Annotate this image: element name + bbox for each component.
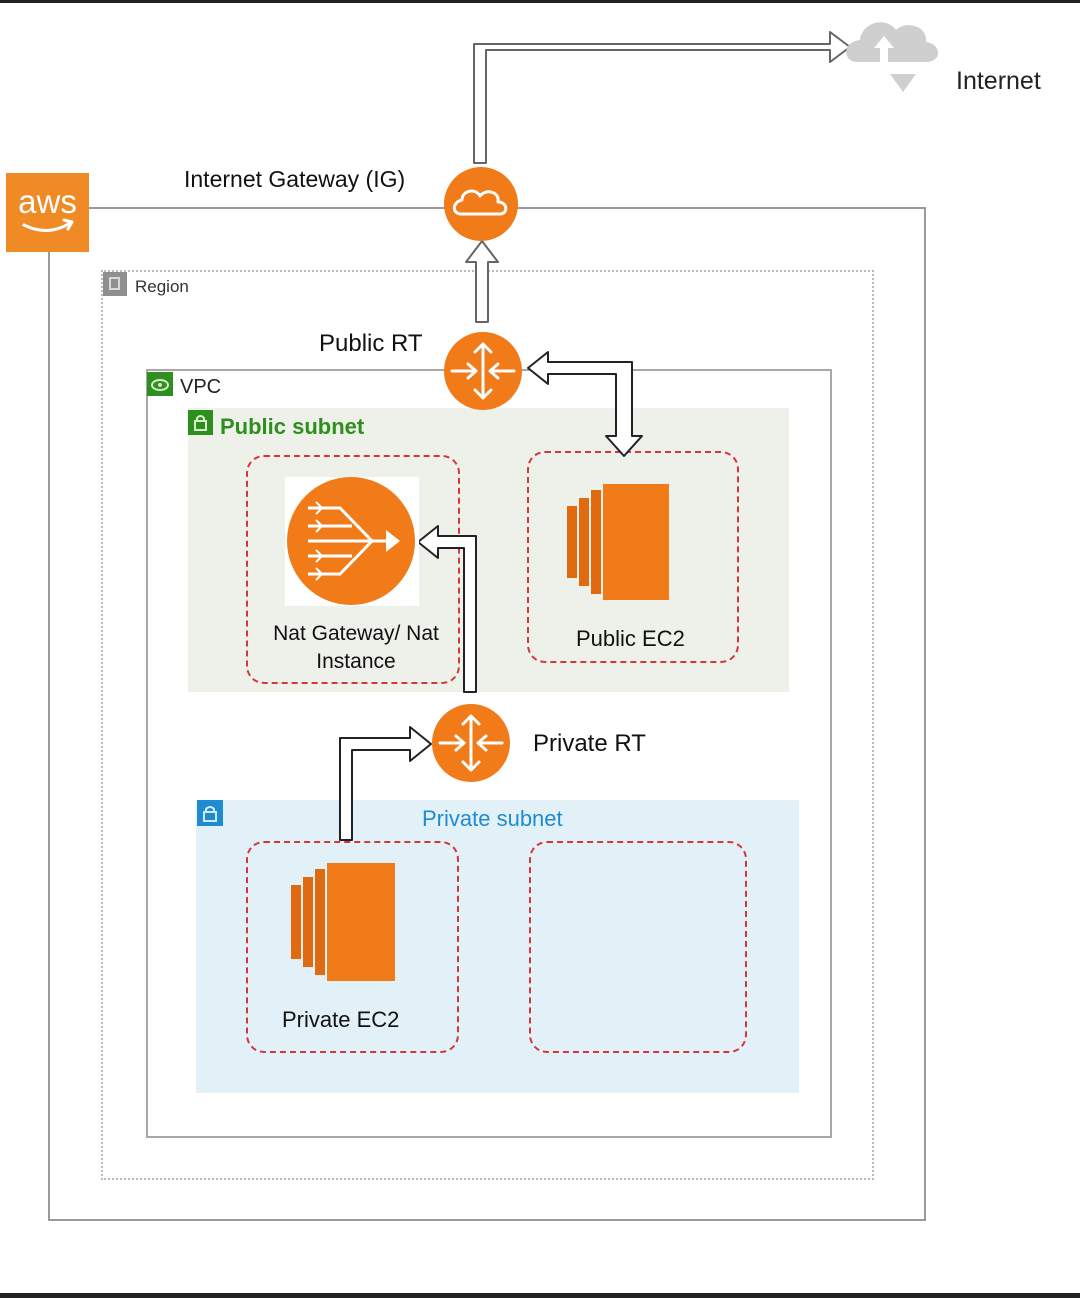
nat-instance-box	[246, 455, 460, 684]
public-ec2-label: Public EC2	[576, 626, 685, 651]
bottom-rule	[0, 1293, 1080, 1298]
rt-to-ig-arrow	[465, 240, 499, 323]
public-ec2-box	[527, 451, 739, 663]
vpc-label: VPC	[180, 376, 222, 398]
public-rt-label: Public RT	[319, 330, 423, 357]
top-rule	[0, 0, 1080, 3]
empty-instance-box	[529, 841, 747, 1053]
internet-gateway-label: Internet Gateway (IG)	[184, 166, 406, 192]
internet-label: Internet	[956, 67, 1041, 95]
region-label: Region	[135, 277, 189, 296]
private-subnet-label: Private subnet	[422, 806, 563, 831]
nat-gateway-label: Nat Gateway/ Nat Instance	[273, 622, 439, 673]
nat-gateway-icon	[285, 477, 419, 606]
public-subnet-label: Public subnet	[220, 414, 365, 439]
ig-to-internet-arrow	[473, 31, 851, 164]
router-icon	[432, 704, 510, 782]
lock-icon	[188, 410, 213, 435]
private-ec2-label: Private EC2	[282, 1007, 400, 1032]
private-ec2-box	[246, 841, 459, 1053]
cloud-icon	[846, 22, 938, 92]
lock-icon	[197, 800, 223, 826]
region-flag-icon	[103, 272, 127, 296]
aws-logo: aws	[6, 173, 89, 252]
rt-ec2-double-arrow	[527, 351, 643, 457]
private-rt-to-nat-arrow	[417, 525, 477, 693]
aws-logo-text: aws	[18, 183, 77, 220]
internet-gateway-icon	[444, 167, 518, 241]
vpc-icon	[147, 372, 173, 396]
router-icon	[444, 332, 522, 410]
ec2-instance-icon	[567, 484, 669, 600]
ec2-instance-icon	[291, 863, 395, 981]
private-rt-label: Private RT	[533, 730, 646, 757]
aws-smile-icon	[22, 218, 74, 232]
private-ec2-to-rt-arrow	[339, 726, 432, 841]
